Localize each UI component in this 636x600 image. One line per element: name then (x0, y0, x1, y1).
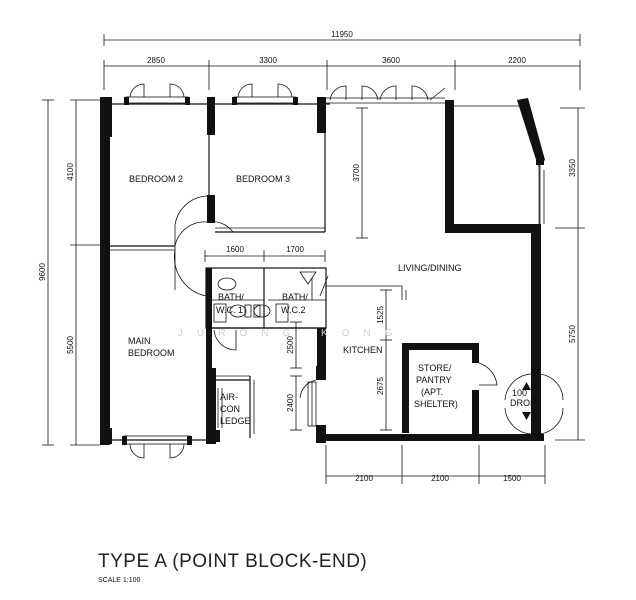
dim-left-1: 4100 (66, 163, 75, 181)
room-labels: BEDROOM 2 BEDROOM 3 LIVING/DINING BATH/ … (128, 174, 536, 426)
label-store-line4: SHELTER) (414, 399, 458, 409)
dim-top-2: 3300 (259, 56, 277, 65)
label-living-dining: LIVING/DINING (398, 263, 462, 273)
dim-bath-2: 1700 (286, 245, 304, 254)
dim-bottom-1: 2100 (355, 474, 373, 483)
dimension-lines (42, 34, 585, 484)
label-aircon-line1: AIR- (220, 392, 238, 402)
label-aircon-line2: CON (220, 404, 240, 414)
dim-bottom-3: 1500 (503, 474, 521, 483)
doors-windows (122, 83, 564, 459)
dim-kitchen-upper: 1525 (376, 306, 385, 324)
watermark: JURONG KONG (178, 328, 406, 339)
dim-left-total: 9600 (38, 263, 47, 281)
dim-aircon-height: 2400 (286, 394, 295, 412)
dim-bottom-2: 2100 (431, 474, 449, 483)
dimension-labels: 11950 2850 3300 3600 2200 9600 4100 5500… (38, 30, 577, 483)
label-bath-1-line1: BATH/ (218, 292, 244, 302)
dim-bedroom3-height: 3700 (352, 164, 361, 182)
label-bedroom-2: BEDROOM 2 (129, 174, 183, 184)
dim-right-1: 3350 (568, 159, 577, 177)
label-bath-1-line2: W.C. 1 (216, 305, 243, 315)
dim-right-2: 5750 (568, 325, 577, 343)
drawing-scale: SCALE 1:100 (98, 577, 141, 584)
label-kitchen: KITCHEN (343, 345, 383, 355)
walls (100, 97, 545, 445)
dim-top-3: 3600 (382, 56, 400, 65)
label-bedroom-3: BEDROOM 3 (236, 174, 290, 184)
dim-kitchen-lower: 2675 (376, 377, 385, 395)
label-bath-2-line1: BATH/ (282, 292, 308, 302)
drawing-title: TYPE A (POINT BLOCK-END) (98, 551, 367, 572)
label-drop-line1: 100 (512, 388, 527, 398)
label-main-bedroom-line2: BEDROOM (128, 348, 175, 358)
label-main-bedroom-line1: MAIN (128, 336, 151, 346)
dim-top-4: 2200 (508, 56, 526, 65)
label-drop-line2: DROP (510, 398, 536, 408)
label-store-line1: STORE/ (418, 363, 452, 373)
label-store-line2: PANTRY (416, 375, 452, 385)
label-bath-2-line2: W.C.2 (281, 305, 306, 315)
label-store-line3: (APT. (421, 387, 443, 397)
dim-bath-height: 2500 (286, 336, 295, 354)
dim-total-width: 11950 (331, 30, 353, 39)
dim-bath-1: 1600 (226, 245, 244, 254)
dim-top-1: 2850 (147, 56, 165, 65)
dim-left-2: 5500 (66, 336, 75, 354)
label-aircon-line3: LEDGE (220, 416, 251, 426)
